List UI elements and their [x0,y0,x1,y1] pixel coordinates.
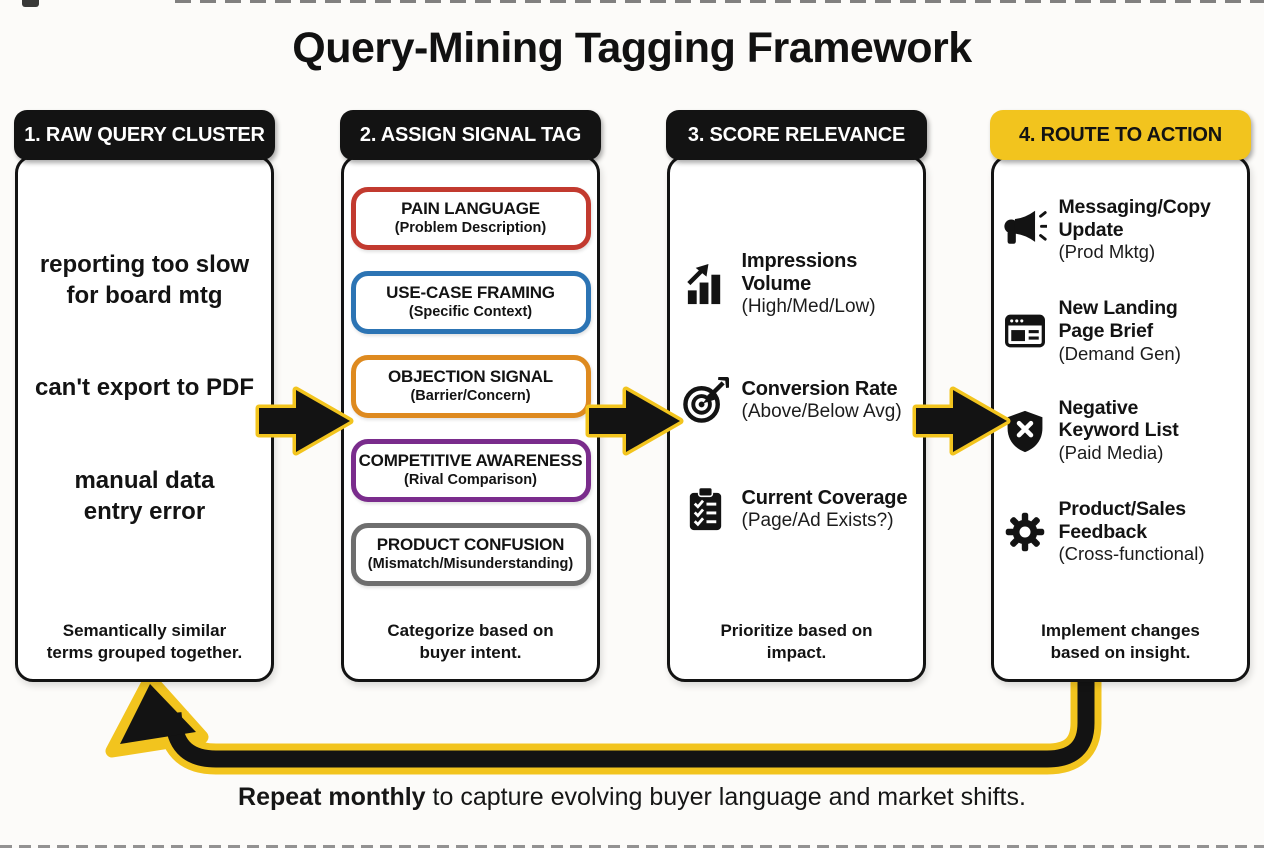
step-2-header: 2. ASSIGN SIGNAL TAG [340,110,601,160]
tag-subtitle: (Mismatch/Misunderstanding) [367,556,574,572]
step-2-assign-signal-tag: 2. ASSIGN SIGNAL TAG PAIN LANGUAGE (Prob… [340,110,601,682]
signal-tag-use-case-framing: USE-CASE FRAMING (Specific Context) [350,271,591,334]
tag-title: PRODUCT CONFUSION [376,535,565,554]
step-3-footer: Prioritize based on impact. [720,620,873,662]
route-item-subtitle: (Prod Mktg) [1058,241,1156,263]
step-4-footer: Implement changes based on insight. [1041,620,1200,662]
route-item-title: Messaging/Copy Update [1058,196,1211,241]
step-3-header: 3. SCORE RELEVANCE [666,110,927,160]
step-4-route-to-action: 4. ROUTE TO ACTION Messaging/Copy Upda [990,110,1251,682]
route-item-negative-keywords: Negative Keyword List (Paid Media) [1003,397,1239,464]
shield-x-icon [1003,409,1047,453]
browser-window-icon [1003,309,1047,353]
tag-title: OBJECTION SIGNAL [388,367,553,386]
raw-query-2: can't export to PDF [34,374,255,402]
route-item-subtitle: (Demand Gen) [1058,342,1181,364]
route-item-subtitle: (Paid Media) [1058,442,1164,464]
score-item-title: Impressions Volume [741,250,858,296]
signal-tag-pain-language: PAIN LANGUAGE (Problem Description) [350,187,591,250]
tag-title: PAIN LANGUAGE [401,199,540,218]
gear-icon [1003,510,1047,554]
step-1-body: reporting too slow for board mtg can't e… [15,155,274,682]
tag-title: USE-CASE FRAMING [386,283,555,302]
repeat-caption-rest: to capture evolving buyer language and m… [425,783,1026,811]
raw-query-1: reporting too slow for board mtg [39,251,250,309]
score-item-title: Conversion Rate [741,377,898,400]
top-left-edge-artifact [22,0,39,7]
tag-subtitle: (Problem Description) [394,220,547,236]
tag-title: COMPETITIVE AWARENESS [358,451,583,470]
page-title: Query-Mining Tagging Framework [292,24,972,72]
tag-subtitle: (Rival Comparison) [404,472,537,488]
step-1-footer: Semantically similar terms grouped toget… [46,620,243,662]
signal-tag-objection-signal: OBJECTION SIGNAL (Barrier/Concern) [350,355,591,418]
flow-arrow-step1-to-step2 [255,386,354,456]
step-4-header: 4. ROUTE TO ACTION [990,110,1251,160]
route-item-feedback: Product/Sales Feedback (Cross-functional… [1003,498,1239,565]
score-item-subtitle: (Above/Below Avg) [741,400,902,422]
step-4-body: Messaging/Copy Update (Prod Mktg) [991,155,1250,682]
megaphone-icon [1003,208,1047,252]
clipboard-checklist-icon [682,486,729,533]
route-item-subtitle: (Cross-functional) [1058,543,1205,565]
route-item-landing-page: New Landing Page Brief (Demand Gen) [1003,297,1239,364]
score-item-conversion: Conversion Rate (Above/Below Avg) [682,377,912,424]
repeat-caption: Repeat monthly to capture evolving buyer… [0,783,1264,812]
bottom-edge-artifact [0,845,1264,848]
route-item-title: Negative Keyword List [1058,396,1179,442]
bar-chart-growth-icon [682,261,729,308]
score-item-impressions: Impressions Volume (High/Med/Low) [682,250,912,319]
flow-arrow-step2-to-step3 [585,386,684,456]
score-item-subtitle: (Page/Ad Exists?) [741,509,894,531]
tag-subtitle: (Barrier/Concern) [410,388,531,404]
score-item-subtitle: (High/Med/Low) [741,296,876,318]
step-1-header: 1. RAW QUERY CLUSTER [14,110,275,160]
signal-tag-product-confusion: PRODUCT CONFUSION (Mismatch/Misunderstan… [350,523,591,586]
step-2-footer: Categorize based on buyer intent. [387,620,554,662]
score-item-coverage: Current Coverage (Page/Ad Exists?) [682,486,912,533]
tag-subtitle: (Specific Context) [408,304,533,320]
step-3-body: Impressions Volume (High/Med/Low) [667,155,926,682]
top-edge-artifact [175,0,1264,3]
score-item-title: Current Coverage [741,486,908,509]
flow-arrow-step3-to-step4 [912,386,1011,456]
step-1-raw-query-cluster: 1. RAW QUERY CLUSTER reporting too slow … [14,110,275,682]
route-item-title: New Landing Page Brief [1058,297,1178,343]
route-item-messaging: Messaging/Copy Update (Prod Mktg) [1003,196,1239,263]
route-item-title: Product/Sales Feedback [1058,498,1187,543]
step-2-body: PAIN LANGUAGE (Problem Description) USE-… [341,155,600,682]
step-3-score-relevance: 3. SCORE RELEVANCE Impressions Volume (H… [666,110,927,682]
signal-tag-competitive-awareness: COMPETITIVE AWARENESS (Rival Comparison) [350,439,591,502]
target-arrow-icon [682,377,729,424]
repeat-caption-bold: Repeat monthly [238,783,426,811]
raw-query-3: manual data entry error [74,467,215,525]
